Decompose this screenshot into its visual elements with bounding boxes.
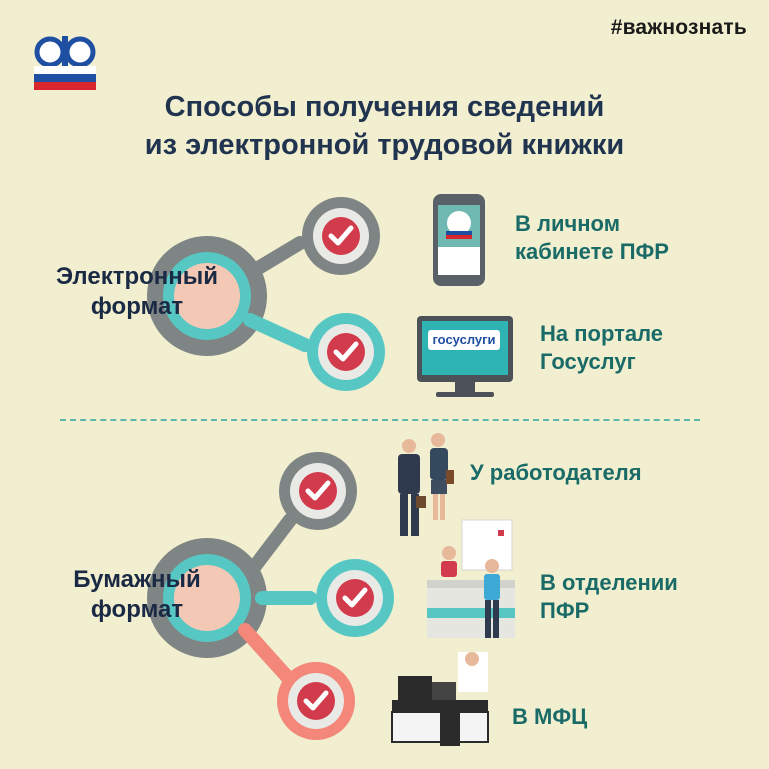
connector-teal <box>243 313 312 352</box>
destination-line-1: У работодателя <box>470 460 642 485</box>
destination-employer: У работодателя <box>470 459 642 487</box>
office-desk-icon <box>391 652 489 746</box>
check-circle-5 <box>277 662 355 740</box>
check-circle-2 <box>307 313 385 391</box>
electronic-hub <box>147 236 267 356</box>
business-people-icon <box>398 433 454 536</box>
destination-mfc: В МФЦ <box>512 703 587 731</box>
destination-line-2: ПФР <box>540 598 590 623</box>
section-divider <box>60 419 700 421</box>
smartphone-icon <box>433 194 485 286</box>
section-label-line-1: Бумажный <box>73 566 201 593</box>
section-label-paper: Бумажный формат <box>42 565 232 625</box>
pfr-logo-icon <box>34 36 96 90</box>
checkmark-icon <box>342 587 368 608</box>
destination-line-1: В личном <box>515 211 620 236</box>
checkmark-icon <box>303 690 329 711</box>
title-line-2: из электронной трудовой книжки <box>144 129 625 161</box>
checkmark-icon <box>305 480 331 501</box>
checkmark-icon <box>328 225 354 246</box>
section-label-line-2: формат <box>90 596 184 623</box>
destination-pfr-office: В отделении ПФР <box>540 569 678 625</box>
service-counter-icon <box>427 519 515 638</box>
destination-line-2: кабинете ПФР <box>515 239 669 264</box>
checkmark-icon <box>333 341 359 362</box>
title-line-1: Способы получения сведений <box>164 91 605 123</box>
hashtag: #важнознать <box>610 16 747 39</box>
check-circle-1 <box>302 197 380 275</box>
check-circle-4 <box>316 559 394 637</box>
check-circle-3 <box>279 452 357 530</box>
connector-gray <box>248 236 307 277</box>
destination-line-1: На портале <box>540 321 664 346</box>
section-label-line-1: Электронный <box>55 263 219 290</box>
gosuslugi-logo-text: госуслуги <box>432 332 496 347</box>
paper-hub <box>147 538 267 658</box>
destination-personal-cabinet: В личном кабинете ПФР <box>515 210 669 266</box>
destination-line-1: В отделении <box>540 570 678 595</box>
connector-coral <box>238 623 297 687</box>
connector-gray <box>245 513 297 577</box>
destination-line-1: В МФЦ <box>512 704 588 729</box>
page-title: Способы получения сведений из электронно… <box>0 88 769 164</box>
monitor-icon <box>417 316 513 397</box>
destination-line-2: Госуслуг <box>540 349 636 374</box>
section-label-electronic: Электронный формат <box>42 262 232 322</box>
destination-gosuslugi: На портале Госуслуг <box>540 320 663 376</box>
section-label-line-2: формат <box>90 293 184 320</box>
